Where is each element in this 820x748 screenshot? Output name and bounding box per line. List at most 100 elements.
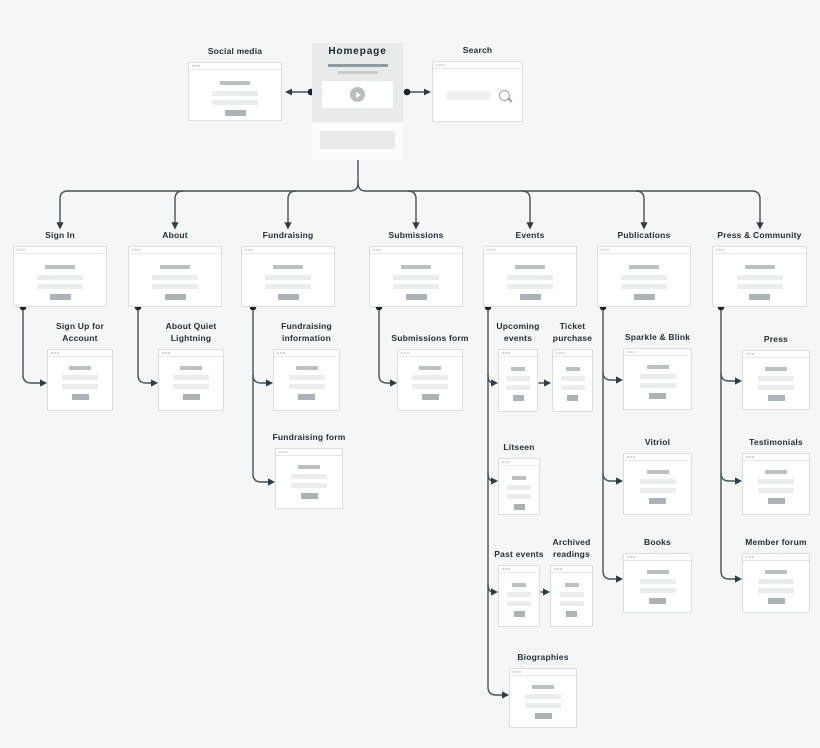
edge-fundraising-form [252,306,269,483]
node-label: Press & Community [717,230,802,241]
page-thumbnail [742,553,810,613]
page-thumbnail [509,668,577,728]
node-member-forum: Member forum [742,537,810,613]
page-thumbnail [550,565,593,627]
window-dots-icon [436,64,438,66]
node-label: Member forum [745,537,807,548]
node-label: Vitriol [644,437,671,448]
browser-chrome [398,350,462,357]
node-submissions-form: Submissions form [391,333,468,411]
browser-chrome [551,566,592,573]
window-dots-icon [401,352,403,354]
page-thumbnail [623,553,692,613]
node-sign-up-for-account: Sign Up for Account [47,321,113,411]
window-dots-icon [502,461,504,463]
browser-chrome [14,247,106,254]
edge-submissions-form [378,306,391,384]
edge-drop-fundraising [287,190,297,223]
placeholder-lines [499,357,537,411]
edge-publications-books [602,306,617,580]
node-label: Press [763,334,789,345]
edge-trunk-right [357,182,761,223]
window-dots-icon [277,352,279,354]
window-dots-icon [554,568,556,570]
placeholder-lines [129,254,221,306]
window-dots-icon [279,451,281,453]
placeholder-lines [598,254,690,306]
page-thumbnail [397,349,463,411]
edge-presscommunity-memberforum [720,306,736,580]
node-label: Books [644,537,671,548]
browser-chrome [370,247,462,254]
edge-publications-vitriol [602,472,617,482]
node-label: Events [515,230,545,241]
page-thumbnail [241,246,335,307]
node-label: Ticket purchase [552,321,593,344]
node-label: Publications [617,230,671,241]
browser-chrome [624,454,691,461]
node-events: Events [483,230,577,307]
placeholder-lines [553,357,592,411]
page-thumbnail [47,349,113,411]
homepage-footer-panel [312,123,403,160]
browser-chrome [433,62,522,69]
page-thumbnail [188,62,282,121]
window-dots-icon [245,249,247,251]
node-about-quiet-lightning: About Quiet Lightning [158,321,224,411]
node-submissions: Submissions [369,230,463,307]
window-dots-icon [746,556,748,558]
page-thumbnail [742,453,810,515]
page-thumbnail [623,348,692,410]
placeholder-lines [551,573,592,626]
node-past-events: Past events [494,549,544,627]
node-litseen: Litseen [498,442,540,515]
node-testimonials: Testimonials [742,437,810,515]
edge-about-aboutql [137,306,152,384]
browser-chrome [484,247,576,254]
browser-chrome [499,350,537,357]
node-label: About Quiet Lightning [165,321,217,344]
placeholder-lines [624,461,691,514]
search-content [433,69,522,121]
node-about: About [128,230,222,307]
placeholder-lines [14,254,106,306]
node-label: Fundraising [262,230,314,241]
node-label: Sign Up for Account [56,321,104,344]
node-label: Biographies [517,652,569,663]
window-dots-icon [373,249,375,251]
page-thumbnail [742,350,810,410]
node-search: Search [432,45,523,122]
browser-chrome [48,350,112,357]
browser-chrome [189,63,281,70]
edge-drop-events [521,190,531,223]
browser-chrome [743,454,809,461]
edge-drop-publications [635,190,645,223]
browser-chrome [743,554,809,561]
play-icon [350,87,365,102]
page-thumbnail [498,565,540,627]
placeholder-lines [743,561,809,612]
window-dots-icon [192,65,194,67]
window-dots-icon [502,568,504,570]
node-label: Sign In [45,230,75,241]
window-dots-icon [487,249,489,251]
search-icon [498,89,510,101]
browser-chrome [276,449,342,456]
window-dots-icon [502,352,504,354]
footer-placeholder [320,131,395,149]
node-fundraising-information: Fundraising information [273,321,340,411]
node-label: Search [462,45,493,56]
browser-chrome [624,554,691,561]
node-archived-readings: Archived readings [550,537,593,627]
placeholder-lines [713,254,806,306]
page-thumbnail [712,246,807,307]
page-thumbnail [369,246,463,307]
browser-chrome [713,247,806,254]
browser-chrome [743,351,809,358]
page-thumbnail [432,61,523,122]
browser-chrome [499,566,539,573]
arrowhead-icons [40,88,764,699]
node-press-community: Press & Community [712,230,807,307]
placeholder-lines [189,70,281,120]
node-ticket-purchase: Ticket purchase [552,321,593,412]
